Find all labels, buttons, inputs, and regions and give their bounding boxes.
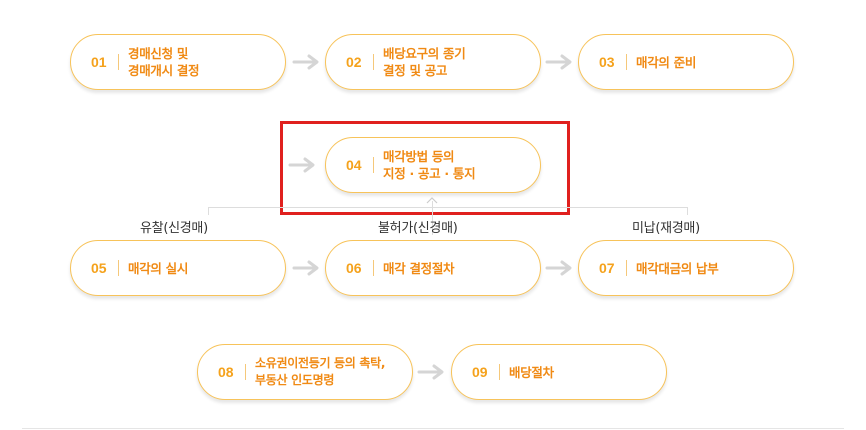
step-divider xyxy=(373,260,374,276)
bottom-divider xyxy=(22,428,844,429)
step-divider xyxy=(626,54,627,70)
step-label: 매각방법 등의 지정 · 공고 · 통지 xyxy=(383,149,476,181)
step-07: 07 매각대금의 납부 xyxy=(578,240,794,296)
arrow-up-icon xyxy=(426,197,438,204)
step-number: 07 xyxy=(599,260,615,276)
step-divider xyxy=(245,364,246,380)
arrow-right-icon xyxy=(545,54,572,70)
step-label: 매각의 실시 xyxy=(128,260,189,276)
feedback-connector xyxy=(208,207,209,215)
step-number: 05 xyxy=(91,260,107,276)
step-label: 경매신청 및 경매개시 결정 xyxy=(128,46,200,78)
step-08: 08 소유권이전등기 등의 촉탁, 부동산 인도명령 xyxy=(197,344,413,400)
branch-label-middle: 불허가(신경매) xyxy=(378,221,458,236)
step-number: 02 xyxy=(346,54,362,70)
step-divider xyxy=(118,54,119,70)
step-label: 매각대금의 납부 xyxy=(636,260,719,276)
step-01: 01 경매신청 및 경매개시 결정 xyxy=(70,34,286,90)
step-number: 09 xyxy=(472,364,488,380)
highlight-box xyxy=(280,121,570,215)
branch-label-left: 유찰(신경매) xyxy=(140,221,208,236)
feedback-connector xyxy=(432,201,433,235)
step-divider xyxy=(373,157,374,173)
arrow-right-icon xyxy=(288,157,315,173)
feedback-connector xyxy=(208,207,688,208)
feedback-connector xyxy=(687,207,688,215)
step-06: 06 매각 결정절차 xyxy=(325,240,541,296)
arrow-right-icon xyxy=(417,364,444,380)
branch-label-right: 미납(재경매) xyxy=(632,221,700,236)
step-label: 배당절차 xyxy=(509,364,554,380)
step-05: 05 매각의 실시 xyxy=(70,240,286,296)
step-09: 09 배당절차 xyxy=(451,344,667,400)
step-04: 04 매각방법 등의 지정 · 공고 · 통지 xyxy=(325,137,541,193)
arrow-right-icon xyxy=(292,260,319,276)
step-number: 01 xyxy=(91,54,107,70)
step-number: 08 xyxy=(218,364,234,380)
step-02: 02 배당요구의 종기 결정 및 공고 xyxy=(325,34,541,90)
step-divider xyxy=(373,54,374,70)
arrow-right-icon xyxy=(292,54,319,70)
step-label: 매각의 준비 xyxy=(636,54,697,70)
step-divider xyxy=(118,260,119,276)
step-03: 03 매각의 준비 xyxy=(578,34,794,90)
step-divider xyxy=(626,260,627,276)
step-label: 소유권이전등기 등의 촉탁, 부동산 인도명령 xyxy=(255,356,386,387)
step-number: 04 xyxy=(346,157,362,173)
step-label: 매각 결정절차 xyxy=(383,260,455,276)
step-number: 06 xyxy=(346,260,362,276)
step-divider xyxy=(499,364,500,380)
arrow-right-icon xyxy=(545,260,572,276)
step-number: 03 xyxy=(599,54,615,70)
step-label: 배당요구의 종기 결정 및 공고 xyxy=(383,46,466,78)
